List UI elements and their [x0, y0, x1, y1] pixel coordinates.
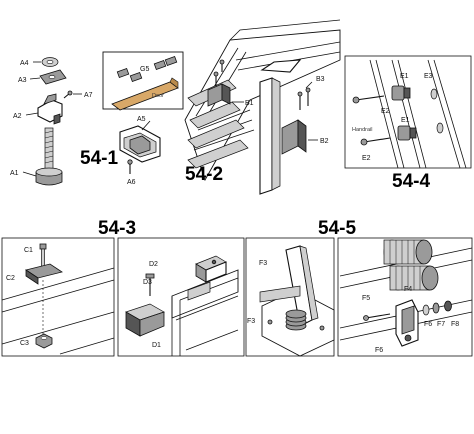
label-g5: G5 [140, 66, 149, 73]
e3-washers [430, 88, 444, 134]
figure-54-2 [184, 19, 341, 195]
channel-rail [171, 269, 239, 356]
e2-screw-upper [352, 95, 385, 104]
label-a4: A4 [20, 60, 29, 67]
d2-screw [145, 273, 155, 296]
label-a3: A3 [18, 77, 27, 84]
f7-washer [432, 302, 440, 314]
label-f6-left: F6 [375, 347, 383, 354]
f4-latch [395, 299, 419, 347]
f5-screw [363, 313, 391, 321]
label-b1: B1 [245, 100, 254, 107]
label-a1: A1 [10, 170, 19, 177]
figure-54-5 [245, 237, 473, 357]
a6-screw [127, 159, 133, 174]
figure-54-1 [22, 51, 184, 186]
label-e2-top: E2 [381, 108, 390, 115]
handrail-tube [369, 59, 467, 169]
e2-screw-lower [360, 137, 391, 146]
label-c2: C2 [6, 275, 15, 282]
a1-leveling-foot [22, 127, 63, 186]
figure-54-3-panel-c [1, 237, 115, 357]
label-f5: F5 [362, 295, 370, 302]
label-f3-top: F3 [259, 260, 267, 267]
b1-bracket [207, 59, 244, 107]
figure-number-54-5: 54-5 [318, 218, 356, 239]
figure-number-54-2: 54-2 [185, 164, 223, 185]
label-c1: C1 [24, 247, 33, 254]
f8-nut [444, 300, 452, 312]
f6-washer [422, 304, 430, 316]
a2-bracket [25, 93, 63, 125]
coil-spring-upper [383, 239, 433, 265]
a3-cam [29, 69, 67, 85]
label-e2-bottom: E2 [362, 155, 371, 162]
e1-clamp-lower [397, 125, 417, 141]
label-a6: A6 [127, 179, 136, 186]
d1-block [125, 303, 165, 337]
rail-post [259, 59, 302, 195]
label-e1-top: E1 [400, 73, 409, 80]
d3-block [195, 255, 227, 283]
figure-number-54-3: 54-3 [98, 218, 136, 239]
label-f7: F7 [437, 321, 445, 328]
label-f8: F8 [451, 321, 459, 328]
a5-hinge-block [119, 120, 161, 163]
label-b2: B2 [320, 138, 329, 145]
b3-screws [297, 81, 313, 110]
label-c3: C3 [20, 340, 29, 347]
a7-screw [63, 90, 82, 99]
label-f3-bottom: F3 [247, 318, 255, 325]
label-a2: A2 [13, 113, 22, 120]
label-f6-right: F6 [424, 321, 432, 328]
label-f4: F4 [404, 286, 412, 293]
label-d1: D1 [152, 342, 161, 349]
label-a7: A7 [84, 92, 93, 99]
b2-bracket [281, 119, 318, 155]
label-d3: D3 [143, 279, 152, 286]
e1-clamp-upper [391, 85, 411, 101]
c2-plate [25, 263, 63, 285]
figure-54-4 [344, 55, 472, 169]
f-hinge-left [259, 245, 335, 357]
c3-nut [35, 333, 53, 349]
label-b3: B3 [316, 76, 325, 83]
coil-spring-lower [389, 265, 439, 291]
f3-spring [285, 309, 307, 331]
label-a5: A5 [137, 116, 146, 123]
label-handrail: Handrail [352, 127, 372, 133]
label-e3: E3 [424, 73, 433, 80]
label-door: Door [152, 93, 164, 99]
a4-nut [33, 57, 59, 67]
label-e1-bottom: E1 [401, 117, 410, 124]
figure-54-3-panel-d [117, 237, 245, 357]
figure-number-54-4: 54-4 [392, 171, 430, 192]
figure-number-54-1: 54-1 [80, 148, 118, 169]
label-d2: D2 [149, 261, 158, 268]
f-latch-right [339, 239, 473, 347]
inset-door-box [102, 51, 184, 111]
